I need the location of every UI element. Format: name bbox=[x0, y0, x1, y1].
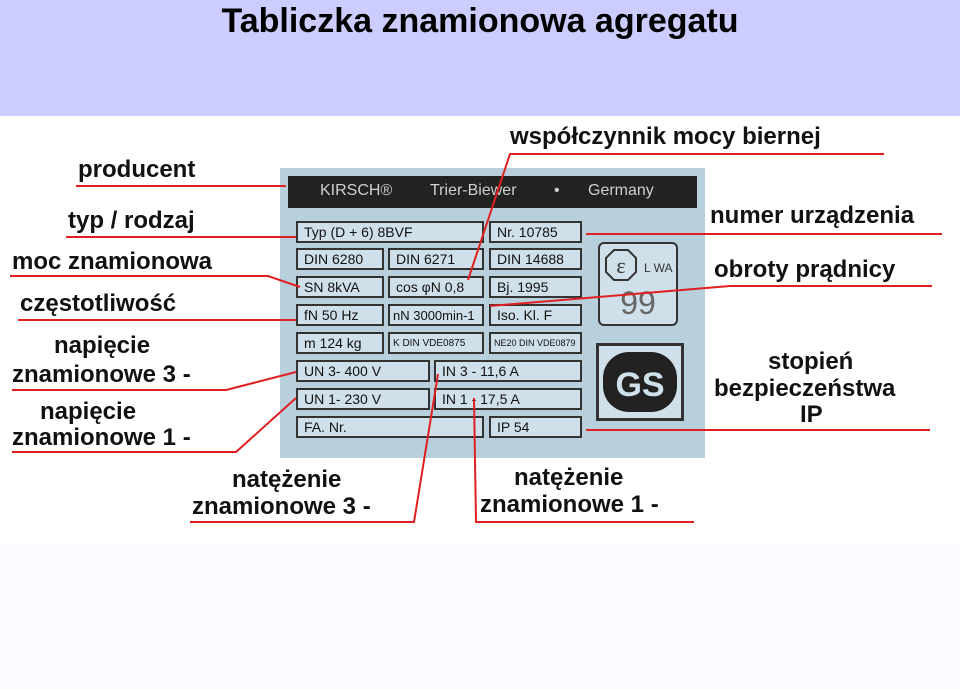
nameplate-header: KIRSCH® Trier-Biewer • Germany bbox=[288, 176, 697, 208]
footer-area bbox=[0, 544, 960, 689]
label-stopien-line1: stopień bbox=[768, 348, 854, 375]
label-stopien-line3: IP bbox=[800, 401, 823, 428]
label-numer: numer urządzenia bbox=[710, 202, 915, 229]
cell-rpm: nN 3000min-1 bbox=[388, 304, 484, 326]
label-napiecie1-line1: napięcie bbox=[40, 398, 137, 425]
gs-text: GS bbox=[615, 366, 664, 404]
label-typ: typ / rodzaj bbox=[68, 207, 195, 234]
lwa-label: L WA bbox=[644, 261, 672, 275]
label-moc: moc znamionowa bbox=[12, 248, 213, 275]
label-natezenie3-line2: znamionowe 3 - bbox=[192, 493, 371, 520]
label-czestotliwosc: częstotliwość bbox=[20, 290, 177, 317]
cell-din6271: DIN 6271 bbox=[388, 248, 484, 270]
noise-level-badge: ε L WA 99 bbox=[598, 242, 678, 326]
label-producent: producent bbox=[78, 156, 196, 183]
cell-mass: m 124 kg bbox=[296, 332, 384, 354]
cell-ip-rating: IP 54 bbox=[489, 416, 582, 438]
noise-level-icon: ε L WA 99 bbox=[605, 249, 672, 321]
cell-power-factor: cos φN 0,8 bbox=[388, 276, 484, 298]
country-name: Germany bbox=[588, 182, 654, 199]
label-natezenie1-line2: znamionowe 1 - bbox=[480, 491, 659, 518]
title-banner bbox=[0, 0, 960, 116]
leader-wspolczynnik bbox=[467, 153, 884, 281]
cell-voltage-3phase: UN 3- 400 V bbox=[296, 360, 430, 382]
label-napiecie3-line1: napięcie bbox=[54, 332, 151, 359]
cell-vde0875: K DIN VDE0875 bbox=[388, 332, 484, 354]
lwa-value: 99 bbox=[620, 285, 656, 321]
epsilon-symbol: ε bbox=[616, 253, 625, 278]
label-natezenie3-line1: natężenie bbox=[232, 466, 342, 493]
leader-obroty bbox=[489, 285, 932, 307]
leader-natezenie1 bbox=[473, 397, 694, 523]
gs-mark-badge: GS bbox=[596, 343, 684, 421]
label-stopien-line2: bezpieczeństwa bbox=[714, 375, 896, 402]
cell-voltage-1phase: UN 1- 230 V bbox=[296, 388, 430, 410]
label-obroty: obroty prądnicy bbox=[714, 256, 896, 283]
cell-build-year: Bj. 1995 bbox=[489, 276, 582, 298]
brand-name: KIRSCH® bbox=[320, 182, 393, 199]
cell-insulation-class: Iso. Kl. F bbox=[489, 304, 582, 326]
cell-current-1phase: IN 1 - 17,5 A bbox=[434, 388, 582, 410]
cell-frequency: fN 50 Hz bbox=[296, 304, 384, 326]
leader-natezenie3 bbox=[190, 373, 439, 523]
cell-serial-number: Nr. 10785 bbox=[489, 221, 582, 243]
separator-dot: • bbox=[554, 182, 560, 199]
leader-napiecie1 bbox=[12, 397, 297, 453]
page-title: Tabliczka znamionowa agregatu bbox=[221, 2, 739, 40]
cell-din6280: DIN 6280 bbox=[296, 248, 384, 270]
cell-factory-number: FA. Nr. bbox=[296, 416, 484, 438]
leader-napiecie3 bbox=[12, 371, 297, 391]
leader-moc bbox=[10, 275, 301, 288]
label-napiecie1-line2: znamionowe 1 - bbox=[12, 424, 191, 451]
cell-type: Typ (D + 6) 8BVF bbox=[296, 221, 484, 243]
cell-current-3phase: IN 3 - 11,6 A bbox=[434, 360, 582, 382]
city-name: Trier-Biewer bbox=[430, 182, 517, 199]
cell-din14688: DIN 14688 bbox=[489, 248, 582, 270]
label-napiecie3-line2: znamionowe 3 - bbox=[12, 361, 191, 388]
label-wspolczynnik: współczynnik mocy biernej bbox=[510, 123, 821, 150]
label-natezenie1-line1: natężenie bbox=[514, 464, 624, 491]
cell-vde0879: NE20 DIN VDE0879 bbox=[489, 332, 582, 354]
gs-mark-icon: GS bbox=[603, 352, 677, 412]
